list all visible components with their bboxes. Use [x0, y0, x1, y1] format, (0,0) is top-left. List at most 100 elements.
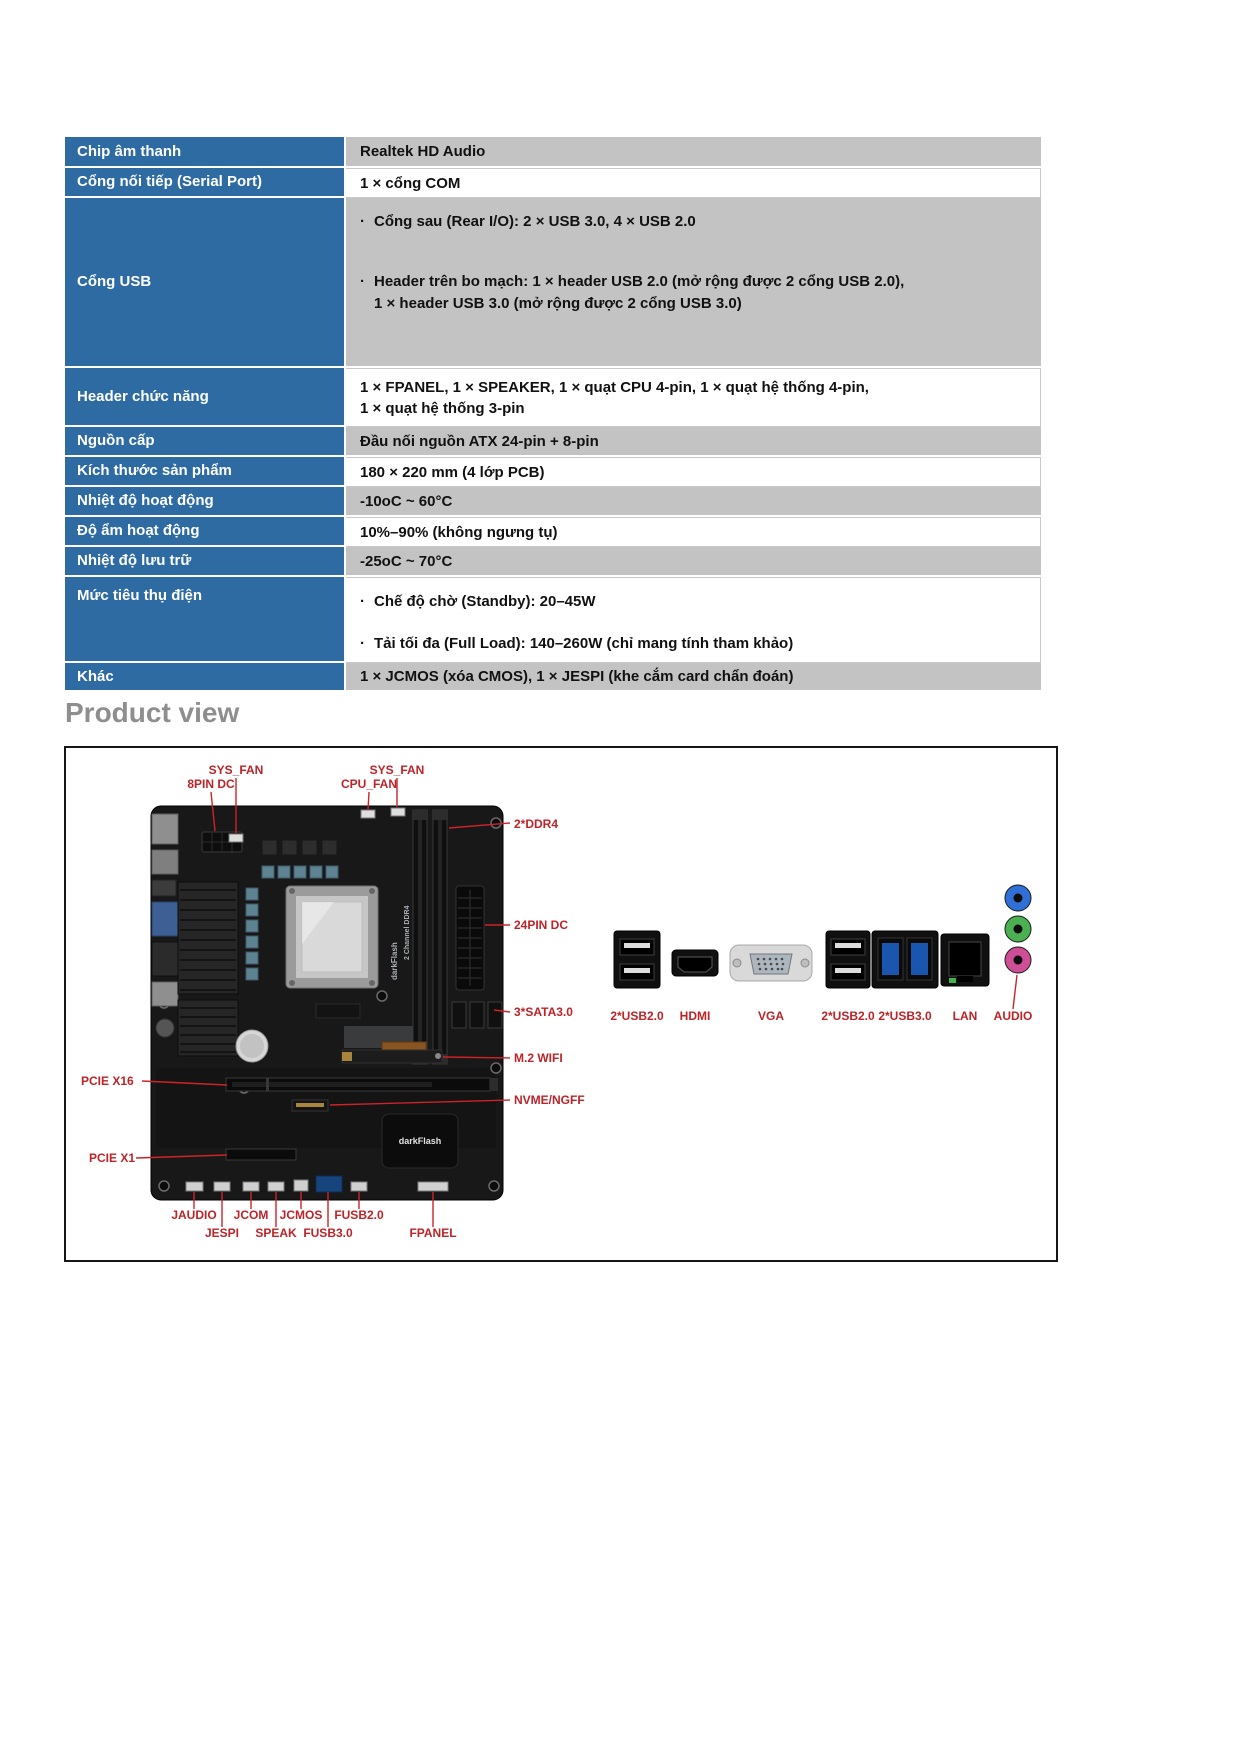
label-io-lan: LAN	[953, 1009, 978, 1023]
label-sys-fan-1: SYS_FAN	[209, 763, 264, 777]
capacitors	[245, 865, 339, 981]
spec-value: 180 × 220 mm (4 lớp PCB)	[360, 463, 545, 481]
spec-value-cell: 1 × FPANEL, 1 × SPEAKER, 1 × quạt CPU 4-…	[346, 368, 1041, 427]
spec-row-storage-temp: Nhiệt độ lưu trữ -25oC ~ 70°C	[65, 547, 1041, 577]
spec-value: Realtek HD Audio	[360, 143, 486, 160]
sata-ports	[451, 1001, 503, 1029]
bullet-item: Header trên bo mạch: 1 × header USB 2.0 …	[360, 271, 1027, 315]
bullet-item: Chế độ chờ (Standby): 20–45W	[360, 591, 1026, 613]
label-sys-fan-2: SYS_FAN	[370, 763, 425, 777]
spec-value-cell: -25oC ~ 70°C	[346, 547, 1041, 577]
spec-bullet: Header trên bo mạch: 1 × header USB 2.0 …	[374, 272, 905, 312]
lan-port	[940, 933, 990, 987]
hdmi-port	[671, 949, 719, 977]
spec-value: 1 × JCMOS (xóa CMOS), 1 × JESPI (khe cắm…	[360, 668, 794, 685]
usb3-ports	[871, 930, 939, 989]
spec-row-function-headers: Header chức năng 1 × FPANEL, 1 × SPEAKER…	[65, 368, 1041, 427]
spec-row-audio-chip: Chip âm thanh Realtek HD Audio	[65, 137, 1041, 168]
spec-label-cell: Nhiệt độ lưu trữ	[65, 547, 346, 577]
spec-value: Đầu nối nguồn ATX 24-pin + 8-pin	[360, 432, 599, 450]
spec-row-power-supply: Nguồn cấp Đầu nối nguồn ATX 24-pin + 8-p…	[65, 427, 1041, 457]
section-title: Product view	[65, 697, 240, 728]
label-speak: SPEAK	[255, 1226, 297, 1240]
label-io-audio: AUDIO	[994, 1009, 1033, 1023]
spec-label-cell: Khác	[65, 663, 346, 692]
bullet-item: Cổng sau (Rear I/O): 2 × USB 3.0, 4 × US…	[360, 211, 1027, 233]
m2-wifi-slot	[341, 1049, 443, 1064]
spec-label: Độ ẩm hoạt động	[77, 522, 200, 540]
label-io-usb2-a: 2*USB2.0	[610, 1009, 664, 1023]
label-jcom: JCOM	[234, 1208, 269, 1222]
label-fpanel: FPANEL	[409, 1226, 456, 1240]
vrm-heatsink	[177, 881, 239, 1057]
spec-label: Nguồn cấp	[77, 432, 155, 450]
spec-value-cell: 1 × cổng COM	[346, 168, 1041, 198]
spec-row-operating-humidity: Độ ẩm hoạt động 10%–90% (không ngưng tụ)	[65, 517, 1041, 547]
label-pcie-x1: PCIE X1	[89, 1151, 135, 1165]
label-8pin-dc: 8PIN DC	[187, 777, 235, 791]
silkscreen-brand: darkFlash	[390, 942, 399, 980]
spec-row-power-consumption: Mức tiêu thụ điện Chế độ chờ (Standby): …	[65, 577, 1041, 663]
spec-value-cell: Đầu nối nguồn ATX 24-pin + 8-pin	[346, 427, 1041, 457]
spec-value-cell: Cổng sau (Rear I/O): 2 × USB 3.0, 4 × US…	[346, 198, 1041, 368]
label-jcmos: JCMOS	[280, 1208, 323, 1222]
label-jaudio: JAUDIO	[171, 1208, 216, 1222]
spec-label: Kích thước sản phẩm	[77, 462, 232, 480]
spec-table: Chip âm thanh Realtek HD Audio Cổng nối …	[65, 137, 1041, 692]
spec-label-cell: Nguồn cấp	[65, 427, 346, 457]
spec-label-cell: Độ ẩm hoạt động	[65, 517, 346, 547]
product-view-panel: 2 Channel DDR4 darkFlash	[64, 746, 1058, 1262]
audio-jacks	[1004, 884, 1032, 974]
io-chip	[315, 1003, 361, 1019]
spec-label-cell: Cổng nối tiếp (Serial Port)	[65, 168, 346, 198]
spec-label: Mức tiêu thụ điện	[77, 587, 203, 604]
pcie-x1-slot	[225, 1148, 297, 1161]
spec-value-cell: 1 × JCMOS (xóa CMOS), 1 × JESPI (khe cắm…	[346, 663, 1041, 692]
spec-value-cell: 10%–90% (không ngưng tụ)	[346, 517, 1041, 547]
cpu-socket	[285, 885, 379, 989]
spec-label-cell: Mức tiêu thụ điện	[65, 577, 346, 663]
bottom-headers	[185, 1175, 449, 1193]
chokes	[261, 839, 338, 856]
label-io-hdmi: HDMI	[680, 1009, 711, 1023]
spec-label: Cổng USB	[77, 273, 152, 291]
label-io-vga: VGA	[758, 1009, 784, 1023]
label-m2-wifi: M.2 WIFI	[514, 1051, 563, 1065]
spec-value: -10oC ~ 60°C	[360, 492, 453, 510]
label-io-usb2-b: 2*USB2.0	[821, 1009, 875, 1023]
leader-lines	[135, 778, 1018, 1227]
label-24pin-dc: 24PIN DC	[514, 918, 568, 932]
spec-label-cell: Nhiệt độ hoạt động	[65, 487, 346, 517]
spec-label: Nhiệt độ lưu trữ	[77, 552, 192, 570]
label-io-usb3: 2*USB3.0	[878, 1009, 932, 1023]
cmos-battery	[235, 1029, 269, 1063]
nvme-m2-slot: darkFlash	[291, 1099, 459, 1169]
spec-value: 10%–90% (không ngưng tụ)	[360, 523, 558, 541]
spec-row-other: Khác 1 × JCMOS (xóa CMOS), 1 × JESPI (kh…	[65, 663, 1041, 692]
spec-label: Header chức năng	[77, 387, 209, 405]
silkscreen-ram-note: 2 Channel DDR4	[404, 905, 411, 960]
spec-row-dimensions: Kích thước sản phẩm 180 × 220 mm (4 lớp …	[65, 457, 1041, 487]
spec-bullet: Chế độ chờ (Standby): 20–45W	[374, 593, 596, 610]
motherboard-pcb: 2 Channel DDR4 darkFlash	[150, 805, 504, 1201]
vga-port	[729, 944, 813, 982]
spec-bullet: Cổng sau (Rear I/O): 2 × USB 3.0, 4 × US…	[374, 213, 696, 230]
label-cpu-fan: CPU_FAN	[341, 777, 397, 791]
motherboard-diagram: 2 Channel DDR4 darkFlash	[81, 763, 1032, 1240]
fan-headers	[228, 807, 406, 843]
usb2-stack-b	[825, 930, 871, 989]
m2-heatsink-brand: darkFlash	[399, 1136, 442, 1146]
spec-row-usb-ports: Cổng USB Cổng sau (Rear I/O): 2 × USB 3.…	[65, 198, 1041, 368]
spec-label: Chip âm thanh	[77, 142, 182, 160]
spec-bullet: Tải tối đa (Full Load): 140–260W (chỉ ma…	[374, 634, 794, 652]
label-sata: 3*SATA3.0	[514, 1005, 573, 1019]
ram-slots: 2 Channel DDR4 darkFlash	[390, 809, 448, 1065]
bullet-item: Tải tối đa (Full Load): 140–260W (chỉ ma…	[360, 633, 1026, 655]
spec-label-cell: Chip âm thanh	[65, 137, 346, 168]
spec-value: 1 × cổng COM	[360, 174, 461, 192]
diagram-labels: SYS_FAN 8PIN DC SYS_FAN CPU_FAN 2*DDR4 2…	[81, 763, 1032, 1240]
spec-value-cell: Realtek HD Audio	[346, 137, 1041, 168]
rear-io-ports	[613, 884, 1032, 989]
usb2-stack-a	[613, 930, 661, 989]
